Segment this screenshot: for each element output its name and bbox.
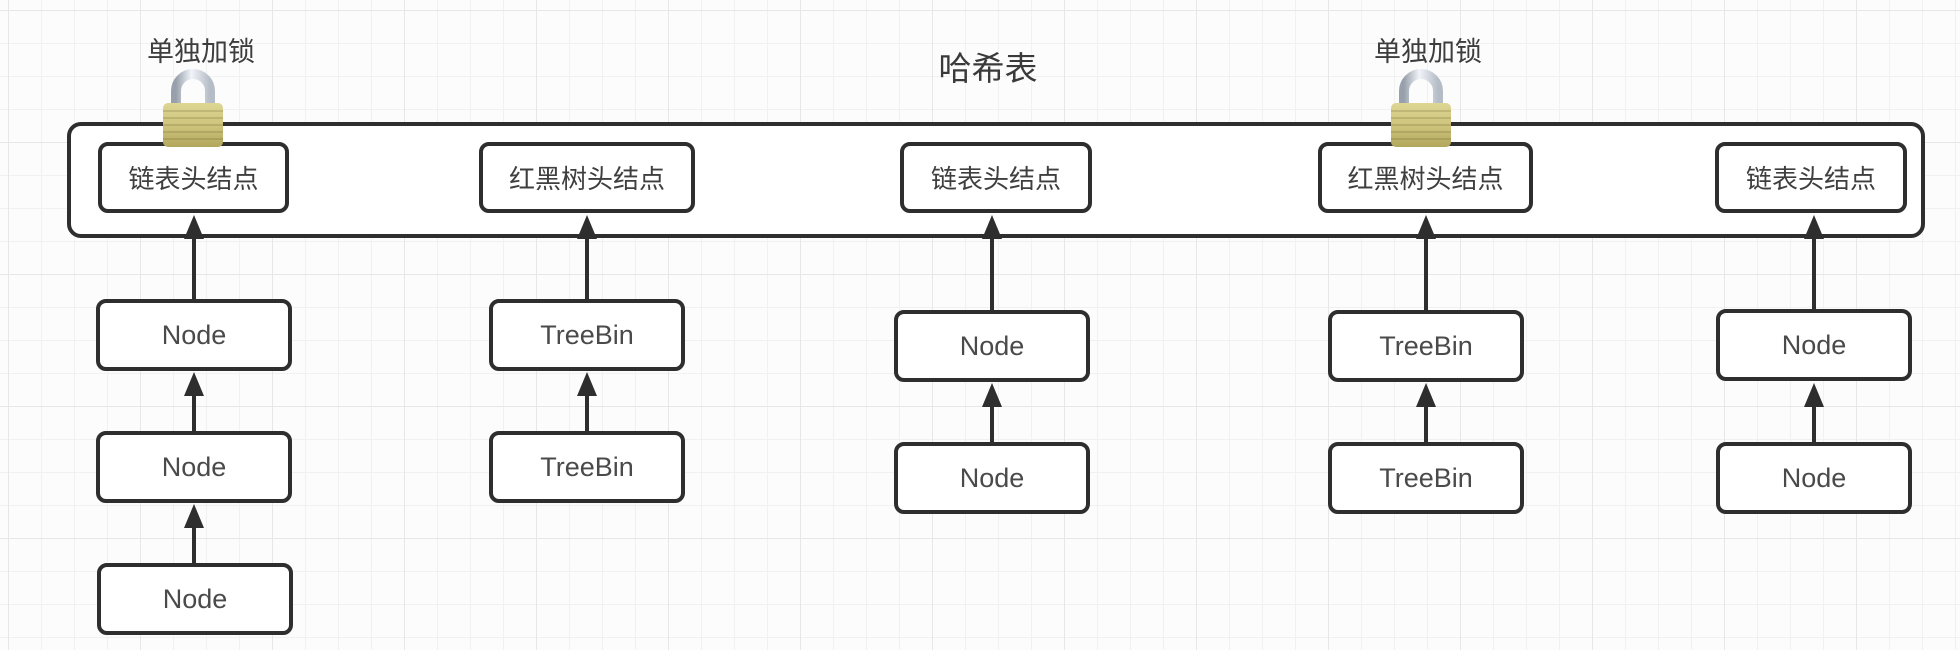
bucket-3-node-1: Node — [894, 310, 1090, 382]
bucket-5-node-2: Node — [1716, 442, 1912, 514]
bucket-3-node-2: Node — [894, 442, 1090, 514]
padlock-icon — [163, 69, 223, 147]
bucket-1-header: 链表头结点 — [98, 142, 289, 213]
arrow-up-icon — [1804, 215, 1824, 310]
arrow-up-icon — [1416, 215, 1436, 311]
padlock-icon — [1391, 69, 1451, 147]
bucket-4-node-2: TreeBin — [1328, 442, 1524, 514]
bucket-2-header: 红黑树头结点 — [479, 142, 695, 213]
bucket-2-node-2: TreeBin — [489, 431, 685, 503]
arrow-up-icon — [982, 215, 1002, 311]
bucket-3-header: 链表头结点 — [900, 142, 1092, 213]
arrow-up-icon — [184, 372, 204, 432]
bucket-4-node-1: TreeBin — [1328, 310, 1524, 382]
arrow-up-icon — [577, 372, 597, 432]
arrow-up-icon — [577, 215, 597, 300]
lock-label-right: 单独加锁 — [1374, 37, 1482, 67]
arrow-up-icon — [1416, 383, 1436, 443]
diagram-title: 哈希表 — [938, 50, 1038, 87]
bucket-4-header: 红黑树头结点 — [1318, 142, 1533, 213]
arrow-up-icon — [184, 504, 204, 564]
bucket-1-node-3: Node — [97, 563, 293, 635]
bucket-1-node-2: Node — [96, 431, 292, 503]
bucket-5-node-1: Node — [1716, 309, 1912, 381]
bucket-2-node-1: TreeBin — [489, 299, 685, 371]
arrow-up-icon — [184, 215, 204, 300]
bucket-1-node-1: Node — [96, 299, 292, 371]
arrow-up-icon — [1804, 383, 1824, 443]
bucket-5-header: 链表头结点 — [1715, 142, 1907, 213]
arrow-up-icon — [982, 383, 1002, 443]
lock-label-left: 单独加锁 — [147, 37, 255, 67]
